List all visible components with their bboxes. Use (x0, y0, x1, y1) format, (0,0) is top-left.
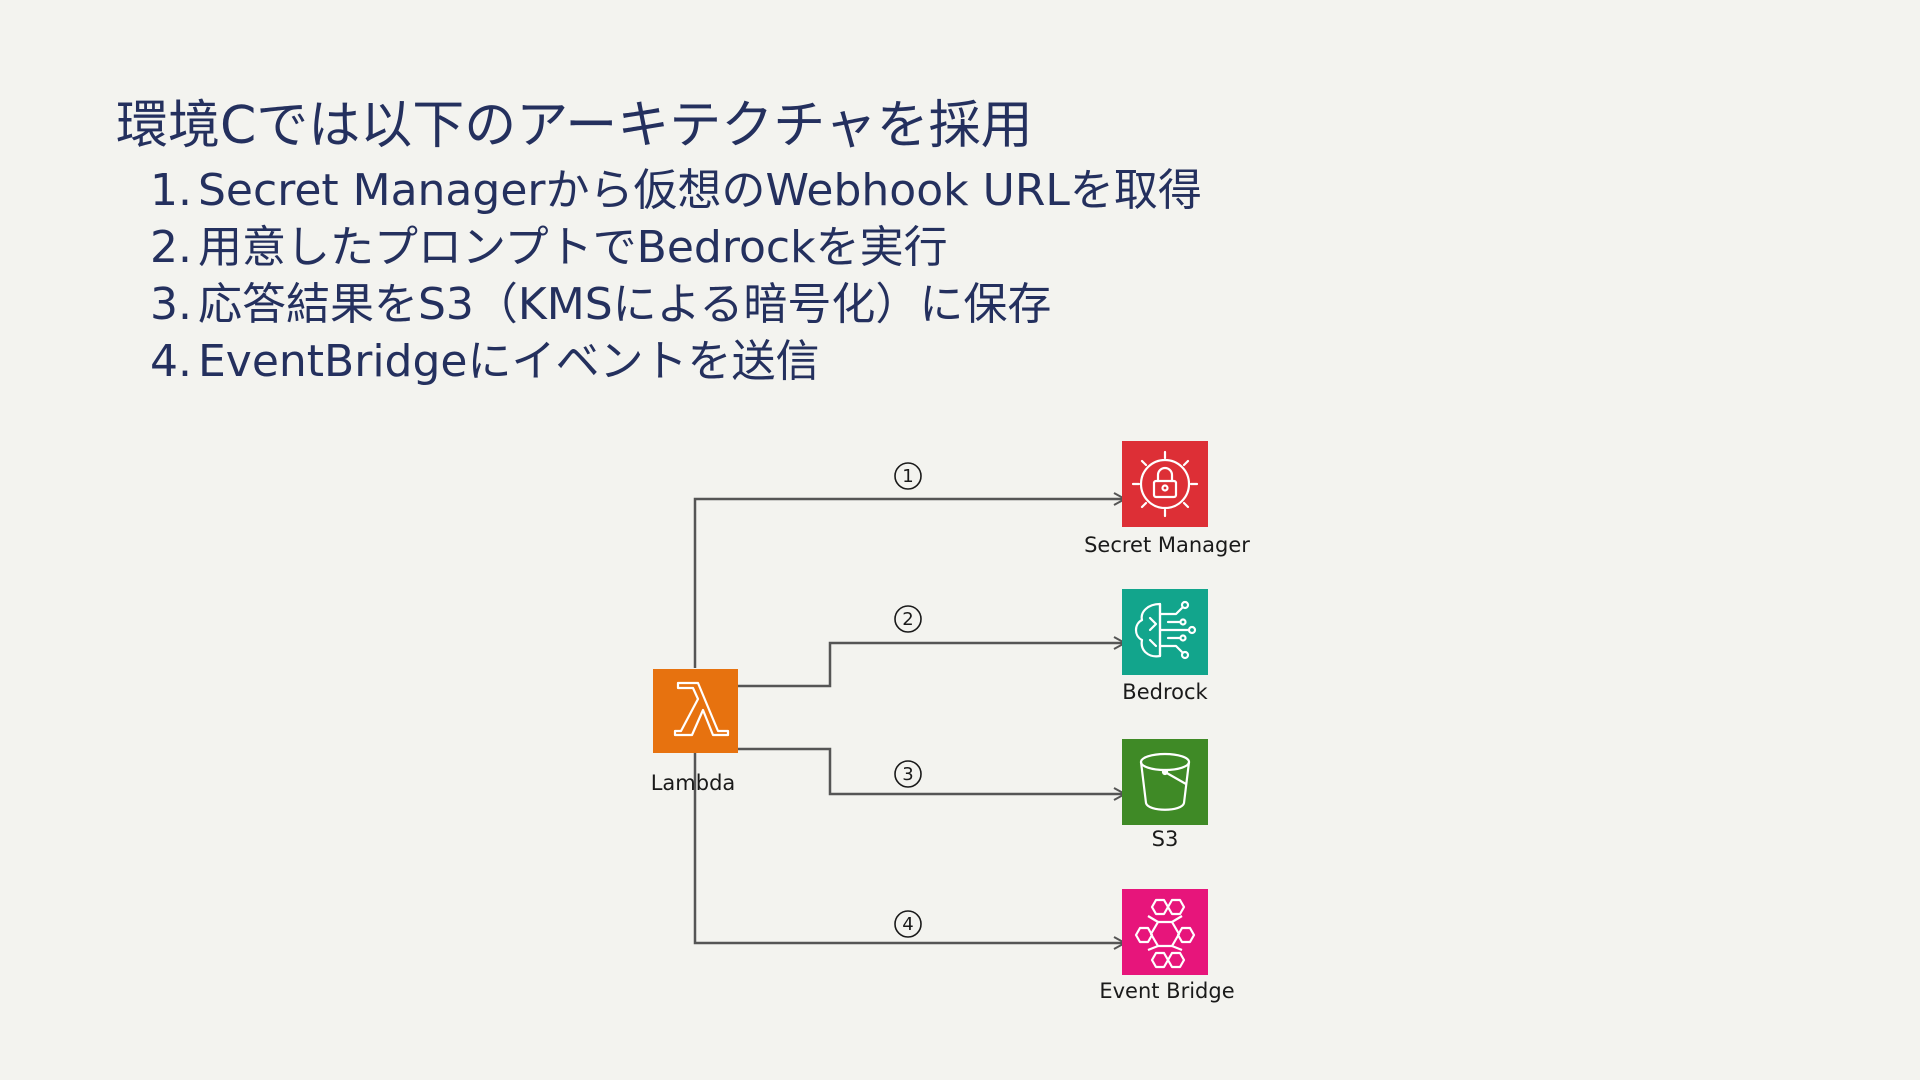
svg-text:2: 2 (902, 609, 913, 630)
svg-text:4: 4 (902, 914, 913, 935)
connector-2 (738, 643, 1125, 688)
s3-glyph (1139, 752, 1191, 811)
s3-node: S3 (1122, 739, 1208, 851)
step-marker-3: 3 (894, 760, 922, 788)
step-text: 応答結果をS3（KMSによる暗号化）に保存 (198, 279, 1052, 330)
step-text: EventBridgeにイベントを送信 (198, 336, 820, 387)
connector-4 (693, 753, 1125, 943)
connector-3 (738, 747, 1125, 794)
eventbridge-glyph (1134, 898, 1196, 969)
step-text: 用意したプロンプトでBedrockを実行 (198, 222, 948, 273)
step-list: 1. Secret Managerから仮想のWebhook URLを取得 2. … (150, 162, 1202, 390)
step-number: 2. (150, 222, 192, 273)
bedrock-label: Bedrock (1122, 680, 1208, 704)
step-number: 4. (150, 336, 192, 387)
connector-1 (693, 499, 1125, 668)
svg-text:3: 3 (902, 764, 913, 785)
s3-bucket-icon (1122, 739, 1208, 825)
step-marker-1: 1 (894, 462, 922, 490)
step-item-3: 3. 応答結果をS3（KMSによる暗号化）に保存 (150, 276, 1202, 333)
bedrock-node: Bedrock (1122, 589, 1209, 704)
step-number: 1. (150, 165, 192, 216)
step-item-4: 4. EventBridgeにイベントを送信 (150, 333, 1202, 390)
lambda-glyph (673, 681, 730, 737)
secret-manager-node: Secret Manager (1084, 441, 1250, 557)
step-number: 3. (150, 279, 192, 330)
lambda-label: Lambda (651, 771, 736, 795)
step-marker-2: 2 (894, 605, 922, 633)
slide-title: 環境Cでは以下のアーキテクチャを採用 (116, 96, 1033, 156)
lambda-node: Lambda (651, 669, 738, 795)
svg-text:1: 1 (902, 466, 913, 487)
eventbridge-node: Event Bridge (1099, 889, 1235, 1003)
eventbridge-label: Event Bridge (1099, 979, 1234, 1003)
s3-label: S3 (1152, 827, 1179, 851)
step-marker-4: 4 (894, 910, 922, 938)
step-item-1: 1. Secret Managerから仮想のWebhook URLを取得 (150, 162, 1202, 219)
connectors (693, 499, 1125, 943)
secrets-manager-glyph (1131, 450, 1199, 518)
lambda-icon (653, 669, 738, 753)
secret-manager-label: Secret Manager (1084, 533, 1250, 557)
bedrock-glyph (1134, 600, 1197, 660)
step-item-2: 2. 用意したプロンプトでBedrockを実行 (150, 219, 1202, 276)
step-text: Secret Managerから仮想のWebhook URLを取得 (198, 165, 1202, 216)
